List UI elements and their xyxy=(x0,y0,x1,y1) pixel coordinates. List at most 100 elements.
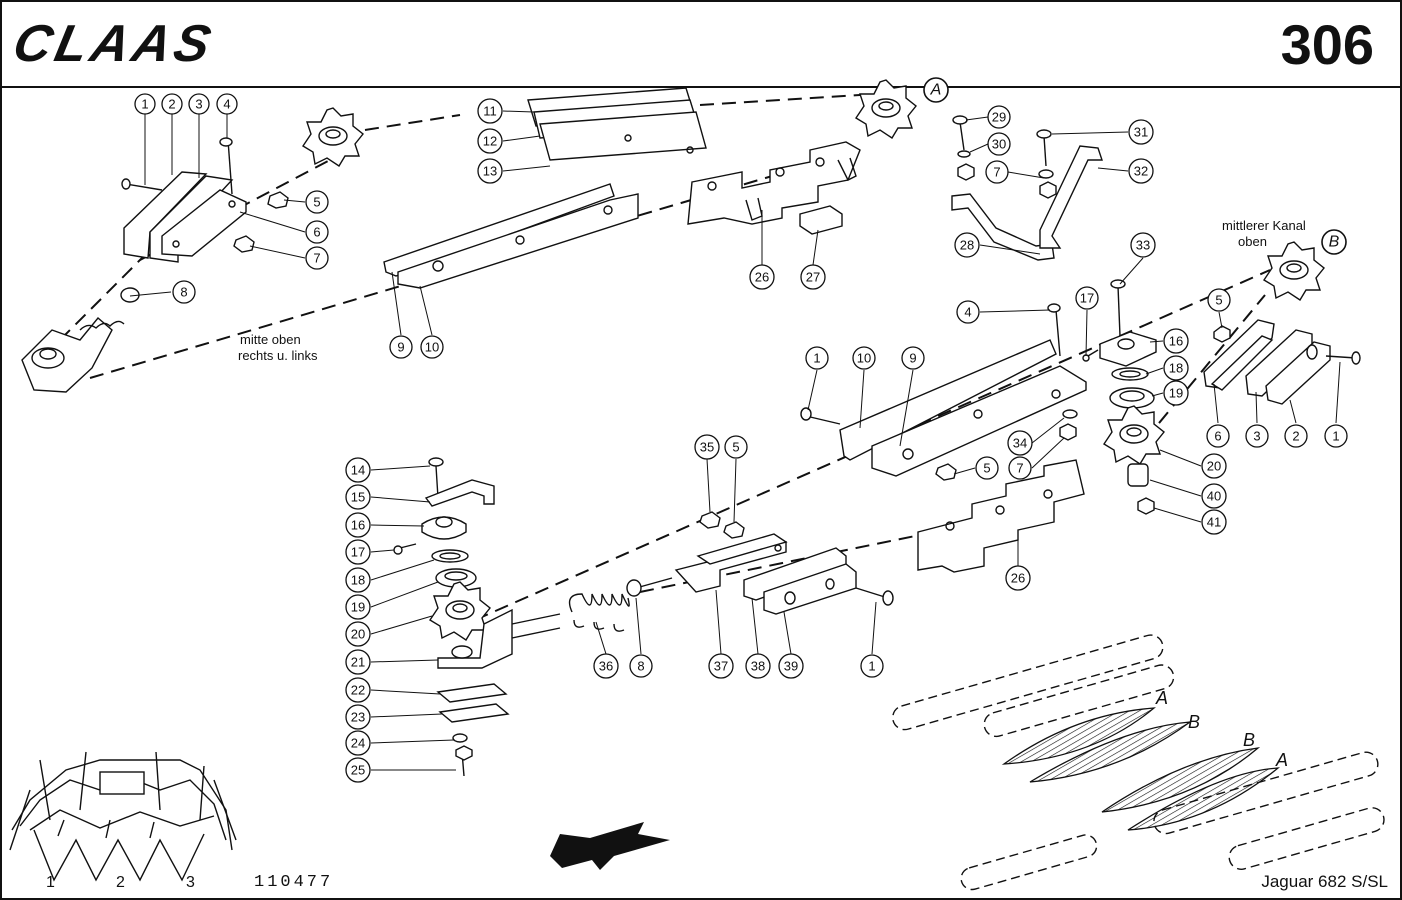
callout-9: 9 xyxy=(389,335,413,359)
callout-7: 7 xyxy=(305,246,329,270)
svg-text:16: 16 xyxy=(351,518,365,533)
upper-right-assembly xyxy=(951,115,1103,261)
note-mittlerer-kanal: mittlerer Kanal xyxy=(1222,218,1306,233)
svg-text:23: 23 xyxy=(351,710,365,725)
svg-text:18: 18 xyxy=(351,573,365,588)
callouts-lower-center: 35 5 36 8 37 38 39 1 xyxy=(593,434,884,679)
page-number: 306 xyxy=(1280,13,1374,76)
svg-text:4: 4 xyxy=(964,305,971,320)
callout-7: 7 xyxy=(1008,456,1032,480)
chain-guide-lower xyxy=(917,459,1085,573)
callout-35: 35 xyxy=(694,434,720,460)
callout-20: 20 xyxy=(345,621,371,647)
svg-text:8: 8 xyxy=(637,659,644,674)
svg-text:41: 41 xyxy=(1207,515,1221,530)
svg-text:16: 16 xyxy=(1169,334,1183,349)
callout-2: 2 xyxy=(1284,424,1308,448)
svg-text:1: 1 xyxy=(813,351,820,366)
svg-text:7: 7 xyxy=(313,251,320,266)
svg-text:10: 10 xyxy=(857,351,871,366)
svg-text:3: 3 xyxy=(195,97,202,112)
chain-guide-upper xyxy=(687,141,861,225)
callout-21: 21 xyxy=(345,649,371,675)
callout-3: 3 xyxy=(188,93,210,115)
callout-32: 32 xyxy=(1128,158,1154,184)
svg-text:19: 19 xyxy=(351,600,365,615)
callout-5: 5 xyxy=(1207,288,1231,312)
svg-text:21: 21 xyxy=(351,655,365,670)
svg-text:17: 17 xyxy=(351,545,365,560)
svg-text:24: 24 xyxy=(351,736,365,751)
callouts-lower-left: 14 15 16 17 18 19 20 21 22 23 24 25 xyxy=(345,457,371,783)
lower-center-assembly xyxy=(568,511,894,632)
callout-10: 10 xyxy=(852,346,876,370)
callouts-upper-left: 1 2 3 4 5 6 7 8 9 10 xyxy=(134,93,444,359)
svg-text:6: 6 xyxy=(1214,429,1221,444)
callout-1: 1 xyxy=(860,654,884,678)
row-label-1: 1 xyxy=(46,874,55,891)
callout-39: 39 xyxy=(778,653,804,679)
svg-text:36: 36 xyxy=(599,659,613,674)
svg-text:6: 6 xyxy=(313,225,320,240)
callout-9: 9 xyxy=(901,346,925,370)
callout-12: 12 xyxy=(477,128,503,154)
callouts-upper-right: 29 30 7 31 32 28 xyxy=(954,105,1154,258)
callout-17: 17 xyxy=(345,539,371,565)
path-label-a-bottom: A xyxy=(1275,750,1288,770)
path-label-b-bottom: B xyxy=(1243,730,1255,750)
svg-text:20: 20 xyxy=(1207,459,1221,474)
callout-26: 26 xyxy=(1005,565,1031,591)
callout-31: 31 xyxy=(1128,119,1154,145)
svg-text:9: 9 xyxy=(909,351,916,366)
callout-37: 37 xyxy=(708,653,734,679)
svg-text:7: 7 xyxy=(1016,461,1023,476)
svg-text:13: 13 xyxy=(483,164,497,179)
svg-text:26: 26 xyxy=(1011,571,1025,586)
svg-text:20: 20 xyxy=(351,627,365,642)
callout-5: 5 xyxy=(975,456,999,480)
svg-text:12: 12 xyxy=(483,134,497,149)
callout-10: 10 xyxy=(420,335,444,359)
callout-19: 19 xyxy=(1163,380,1189,406)
svg-text:40: 40 xyxy=(1207,489,1221,504)
callout-38: 38 xyxy=(745,653,771,679)
callout-14: 14 xyxy=(345,457,371,483)
svg-text:4: 4 xyxy=(223,97,230,112)
drawing-number: 110477 xyxy=(254,873,334,892)
callout-4: 4 xyxy=(216,93,238,115)
callout-19: 19 xyxy=(345,594,371,620)
svg-text:33: 33 xyxy=(1136,238,1150,253)
center-right-assembly xyxy=(800,241,1361,573)
callout-25: 25 xyxy=(345,757,371,783)
callout-24: 24 xyxy=(345,730,371,756)
callout-5: 5 xyxy=(724,435,748,459)
svg-text:14: 14 xyxy=(351,463,365,478)
callout-22: 22 xyxy=(345,677,371,703)
svg-text:18: 18 xyxy=(1169,361,1183,376)
callouts-upper-center: 11 12 13 26 27 xyxy=(477,98,826,290)
upper-left-assembly xyxy=(21,107,639,393)
callout-8: 8 xyxy=(172,280,196,304)
svg-text:29: 29 xyxy=(992,110,1006,125)
callout-16: 16 xyxy=(345,512,371,538)
svg-text:34: 34 xyxy=(1013,436,1027,451)
svg-text:27: 27 xyxy=(806,270,820,285)
note-mitte-oben: mitte oben xyxy=(240,332,301,347)
note-rechts-links: rechts u. links xyxy=(238,348,318,363)
svg-text:10: 10 xyxy=(425,340,439,355)
callout-8: 8 xyxy=(629,654,653,678)
callout-20: 20 xyxy=(1201,453,1227,479)
svg-text:5: 5 xyxy=(983,461,990,476)
svg-text:2: 2 xyxy=(168,97,175,112)
callout-6: 6 xyxy=(305,220,329,244)
row-label-2: 2 xyxy=(116,874,125,891)
callout-40: 40 xyxy=(1201,483,1227,509)
svg-text:19: 19 xyxy=(1169,386,1183,401)
leader-lines xyxy=(129,110,1341,771)
row-label-3: 3 xyxy=(186,874,195,891)
callout-27: 27 xyxy=(800,264,826,290)
callout-2: 2 xyxy=(161,93,183,115)
svg-text:7: 7 xyxy=(993,165,1000,180)
svg-text:1: 1 xyxy=(141,97,148,112)
callout-17: 17 xyxy=(1075,286,1099,310)
